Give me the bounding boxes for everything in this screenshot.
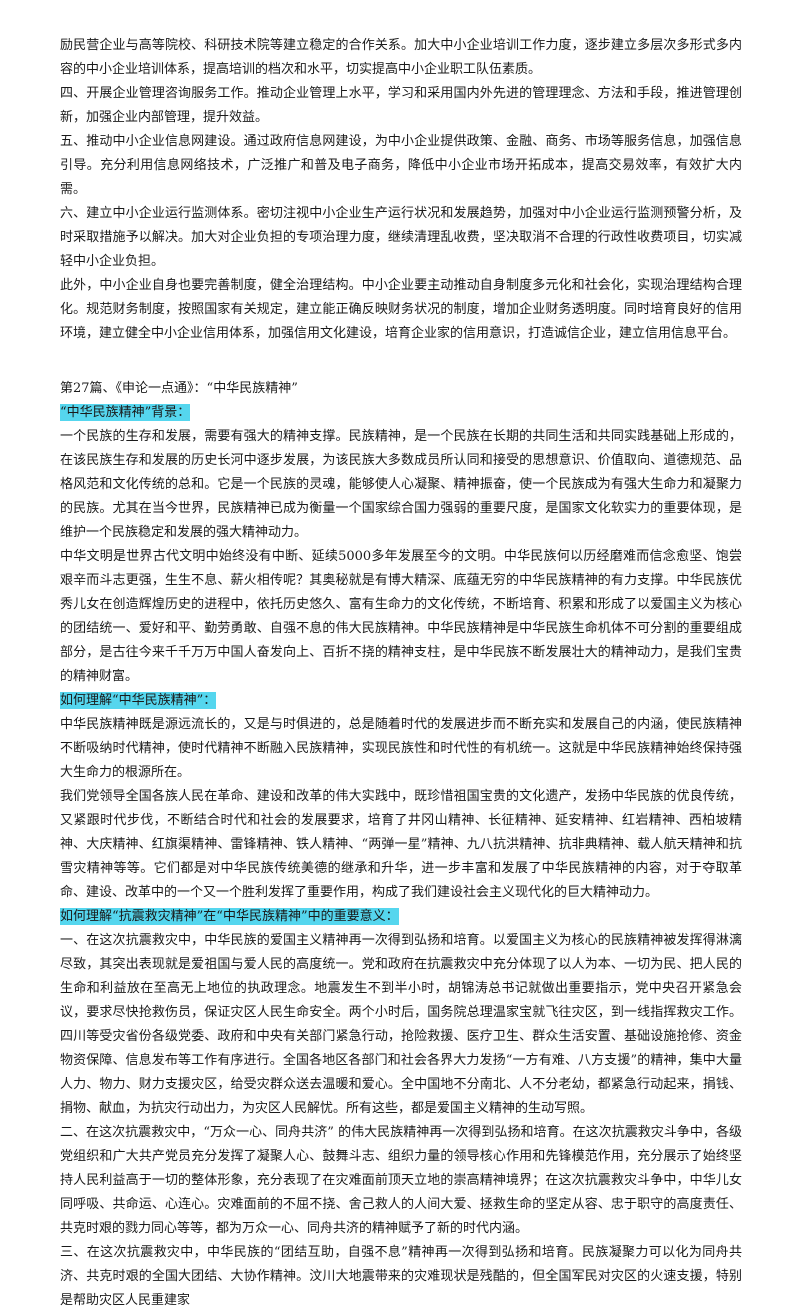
paragraph: 我们党领导全国各族人民在革命、建设和改革的伟大实践中，既珍惜祖国宝贵的文化遗产，… — [60, 789, 742, 900]
paragraph: 一个民族的生存和发展，需要有强大的精神支撑。民族精神，是一个民族在长期的共同生活… — [60, 429, 742, 540]
paragraph: 一、在这次抗震救灾中，中华民族的爱国主义精神再一次得到弘扬和培育。以爱国主义为核… — [60, 933, 742, 1116]
paragraph: 六、建立中小企业运行监测体系。密切注视中小企业生产运行状况和发展趋势，加强对中小… — [60, 206, 742, 269]
paragraph: 中华民族精神既是源远流长的，又是与时俱进的，总是随着时代的发展进步而不断充实和发… — [60, 717, 742, 780]
section-heading: “中华民族精神”背景： — [60, 401, 742, 425]
section-heading: 如何理解“抗震救灾精神”在“中华民族精神”中的重要意义： — [60, 905, 742, 929]
paragraph: 中华文明是世界古代文明中始终没有中断、延续5000多年发展至今的文明。中华民族何… — [60, 549, 742, 684]
paragraph: 励民营企业与高等院校、科研技术院等建立稳定的合作关系。加大中小企业培训工作力度，… — [60, 38, 742, 77]
section-heading: 如何理解“中华民族精神”： — [60, 689, 742, 713]
document-page: 励民营企业与高等院校、科研技术院等建立稳定的合作关系。加大中小企业培训工作力度，… — [60, 38, 742, 1308]
highlighted-heading-significance: 如何理解“抗震救灾精神”在“中华民族精神”中的重要意义： — [60, 908, 399, 925]
paragraph: 二、在这次抗震救灾中，“万众一心、同舟共济” 的伟大民族精神再一次得到弘扬和培育… — [60, 1125, 742, 1236]
section-gap — [60, 346, 742, 377]
paragraph: 四、开展企业管理咨询服务工作。推动企业管理上水平，学习和采用国内外先进的管理理念… — [60, 86, 742, 125]
highlighted-heading-background: “中华民族精神”背景： — [60, 404, 191, 421]
paragraph: 三、在这次抗震救灾中，中华民族的“团结互助，自强不息”精神再一次得到弘扬和培育。… — [60, 1245, 742, 1308]
highlighted-heading-how-to-understand: 如何理解“中华民族精神”： — [60, 692, 217, 709]
paragraph: 此外，中小企业自身也要完善制度，健全治理结构。中小企业要主动推动自身制度多元化和… — [60, 278, 742, 341]
paragraph: 五、推动中小企业信息网建设。通过政府信息网建设，为中小企业提供政策、金融、商务、… — [60, 134, 742, 197]
document-body: 励民营企业与高等院校、科研技术院等建立稳定的合作关系。加大中小企业培训工作力度，… — [60, 34, 742, 1313]
article-title: 第27篇、《申论一点通》：“中华民族精神” — [60, 381, 298, 396]
